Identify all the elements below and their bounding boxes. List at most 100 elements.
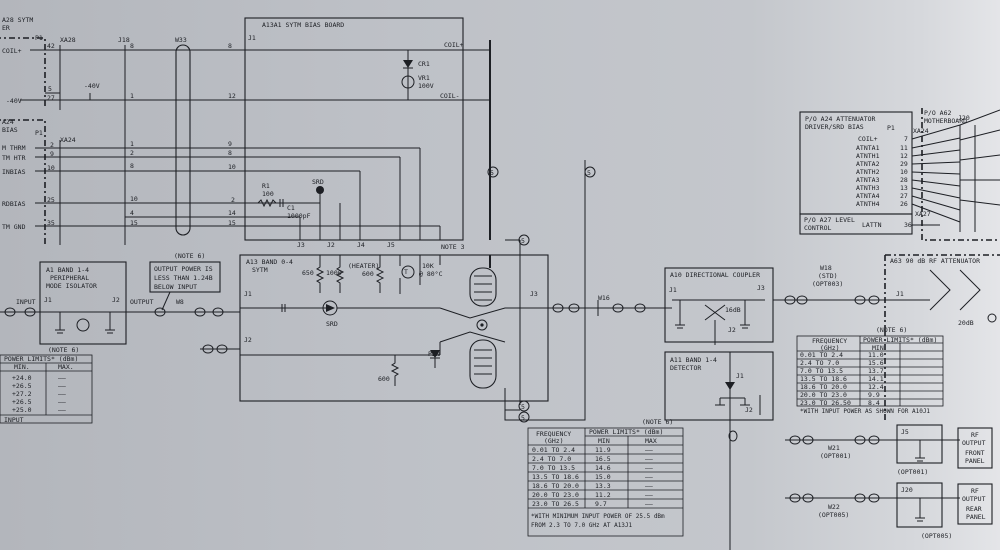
a11det-j2: J2 (745, 406, 753, 414)
center-r6-max: —— (645, 500, 653, 508)
right-table-note: (NOTE 6) (876, 326, 907, 334)
a63-switch-symbols (929, 269, 981, 311)
a13-j1: J1 (244, 290, 252, 298)
left-signal-traces (20, 49, 245, 227)
left-table-note: (NOTE 6) (48, 346, 79, 354)
cable-tag-1-text: 5 (490, 169, 494, 177)
input-label: INPUT (16, 298, 36, 306)
a11-j1: J1 (44, 296, 52, 304)
cr1-label: CR1 (418, 60, 430, 68)
cable-tag-4-text: 5 (521, 403, 525, 411)
yig-coil-upper (469, 267, 497, 307)
pin-j18-1: 1 (130, 92, 134, 100)
center-table-rows (528, 453, 683, 500)
a28-title: A28 SYTM (2, 16, 33, 24)
pin-l-10: 10 (47, 164, 55, 172)
a13-rf-path (240, 300, 548, 386)
right-r4-freq: 18.6 TO 20.0 (800, 383, 847, 391)
center-table-col1: FREQUENCY (536, 430, 571, 438)
j20b-label: J20 (901, 486, 913, 494)
rf-front-4: PANEL (965, 457, 985, 465)
right-r6-min: 8.4 (868, 399, 880, 407)
rf-front-2: OUTPUT (962, 439, 986, 447)
r1-resistor-symbol (257, 198, 277, 208)
p1b-label: P1 (35, 129, 43, 137)
j18-label: J18 (118, 36, 130, 44)
pin-a13a1-14: 14 (228, 209, 236, 217)
center-r5-max: —— (645, 491, 653, 499)
cable-tag-1 (487, 166, 499, 178)
left-table-title: POWER LIMITS* (dBm) (4, 355, 78, 363)
p1-label: P1 (35, 34, 43, 42)
a24-pin-7: 27 (900, 192, 908, 200)
center-footnote1: *WITH MINIMUM INPUT POWER OF 25.5 dBm (531, 513, 665, 520)
a24-title2: DRIVER/SRD BIAS (805, 123, 864, 131)
center-r5-min: 11.2 (595, 491, 611, 499)
htr-label: TM HTR (2, 154, 26, 162)
rf-front-1: RF (971, 431, 979, 439)
left-table-h-max: MAX. (58, 363, 74, 371)
a10-j1: J1 (669, 286, 677, 294)
yig-coil-lower (469, 339, 497, 389)
j5-opt: (OPT001) (897, 468, 928, 476)
right-r0-min: 11.0 (868, 351, 884, 359)
a13-r600 (375, 255, 385, 293)
center-r0-min: 11.9 (595, 446, 611, 454)
pin-a13a1-10: 10 (228, 163, 236, 171)
rf-rear-3: REAR (966, 505, 982, 513)
cable-tag-4 (518, 400, 530, 412)
a11det-internals (715, 352, 761, 425)
a63-title: A63 90 dB RF ATTENUATOR (890, 257, 980, 265)
motherboard-title2: MOTHERBOARD (924, 117, 967, 125)
pin-a13a1-2: 2 (231, 196, 235, 204)
lattn-pin: 36 (904, 221, 912, 229)
w21-sub: (OPT001) (820, 452, 851, 460)
output-label: OUTPUT (130, 298, 154, 306)
r1-value: 100 (262, 190, 274, 198)
right-r5-freq: 20.0 TO 23.0 (800, 391, 847, 399)
pin-a13a1-9: 9 (228, 140, 232, 148)
a24-sig-6: ATNTH3 (856, 184, 880, 192)
right-power-table (796, 335, 944, 407)
pin-a13a1-8b: 8 (228, 149, 232, 157)
left-table-r1-max: —— (58, 382, 66, 390)
srd-test-point (316, 186, 324, 194)
right-r3-freq: 13.5 TO 18.6 (800, 375, 847, 383)
gnd-label: TM GND (2, 223, 26, 231)
thermistor-label: 10K (422, 262, 434, 270)
lattn-label: LATTN (862, 221, 882, 229)
coil-minus-board: COIL- (440, 92, 460, 100)
j5-label: J5 (901, 428, 909, 436)
a13a1-bias-board-box (244, 17, 464, 241)
center-r2-freq: 7.0 TO 13.5 (532, 464, 575, 472)
center-r3-max: —— (645, 473, 653, 481)
thrm-label: M THRM (2, 144, 26, 152)
a27-title: P/O A27 LEVEL (804, 216, 855, 224)
right-r3-min: 14.1 (868, 375, 884, 383)
a63-db: 20dB (958, 319, 974, 327)
w33-cable-bundle (175, 44, 191, 236)
xa28-label: XA28 (60, 36, 76, 44)
a24-sig-5: ATNTA3 (856, 176, 880, 184)
thermistor-temp: @ 80°C (419, 270, 443, 278)
a11-detector-box (664, 351, 774, 421)
coax-cables (489, 40, 586, 421)
a63-j1: J1 (896, 290, 904, 298)
a24-title: A24 (2, 118, 14, 126)
w21-label: W21 (828, 444, 840, 452)
left-table-footer: INPUT (4, 416, 24, 424)
left-table-r3-max: —— (58, 398, 66, 406)
left-table-r2-min: +27.2 (12, 390, 32, 398)
a11det-j1: J1 (736, 372, 744, 380)
right-r4-min: 12.4 (868, 383, 884, 391)
a24-pin-1: 11 (900, 144, 908, 152)
r1-label: R1 (262, 182, 270, 190)
a10-j3: J3 (757, 284, 765, 292)
center-r0-freq: 0.01 TO 2.4 (532, 446, 575, 454)
a13a1-j5: J5 (387, 241, 395, 249)
input-rf-path (0, 307, 240, 354)
rf-rear-1: RF (971, 487, 979, 495)
a24-xa24: XA24 (913, 127, 929, 135)
center-r5-freq: 20.0 TO 23.0 (532, 491, 579, 499)
